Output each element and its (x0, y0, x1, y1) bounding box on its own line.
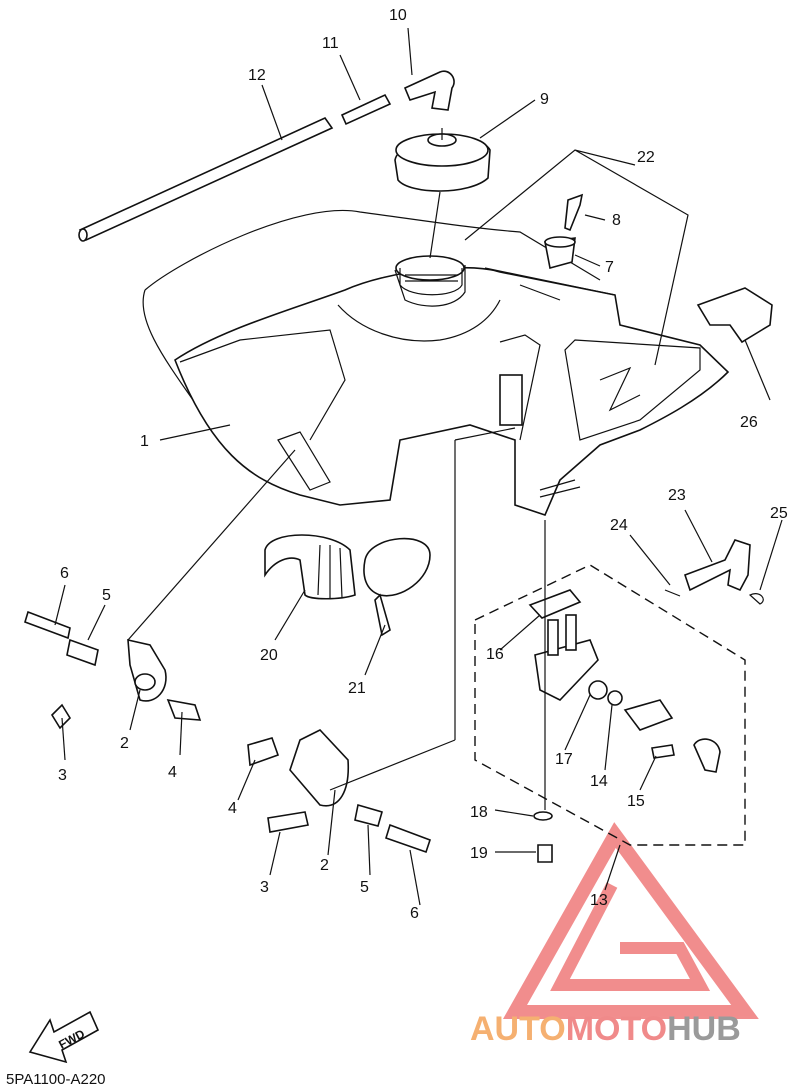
callout-18: 18 (470, 804, 488, 821)
diagram-code: 5PA1100-A220 (6, 1071, 106, 1088)
callout-17: 17 (555, 751, 573, 768)
callout-9: 9 (540, 91, 549, 108)
callout-22: 22 (637, 149, 655, 166)
callout-7: 7 (605, 259, 614, 276)
callout-23: 23 (668, 487, 686, 504)
tank-pad (696, 287, 773, 344)
callout-1: 1 (140, 433, 149, 450)
callout-6: 6 (60, 565, 69, 582)
callout-24: 24 (610, 517, 628, 534)
callout-3b: 3 (260, 879, 269, 896)
fuel-hose (664, 539, 764, 605)
callout-20: 20 (260, 647, 278, 664)
callout-16: 16 (486, 646, 504, 663)
fwd-arrow: FWD (28, 1010, 100, 1064)
callout-12: 12 (248, 67, 266, 84)
fuel-cap (394, 128, 491, 192)
callout-26: 26 (740, 414, 758, 431)
callout-5b: 5 (360, 879, 369, 896)
damper-and-band (264, 534, 431, 637)
fuel-cock-box (474, 564, 746, 846)
callout-15: 15 (627, 793, 645, 810)
watermark-logo (503, 822, 759, 1019)
callout-11: 11 (322, 35, 339, 52)
watermark-part-a: AUTO (470, 1010, 566, 1048)
callout-2: 2 (120, 735, 129, 752)
bracket-right (247, 729, 432, 854)
callout-19: 19 (470, 845, 488, 862)
watermark-part-b: MOTO (566, 1010, 667, 1048)
callout-10: 10 (389, 7, 407, 24)
callout-25: 25 (770, 505, 788, 522)
callout-21: 21 (348, 680, 366, 697)
fuel-cock (528, 589, 721, 863)
callout-13: 13 (590, 892, 608, 909)
fuel-tank (174, 255, 730, 516)
callout-14: 14 (590, 773, 608, 790)
callout-6b: 6 (410, 905, 419, 922)
tank-bolt (544, 193, 584, 269)
bracket-left (24, 610, 202, 730)
callout-3: 3 (58, 767, 67, 784)
callout-2b: 2 (320, 857, 329, 874)
breather-hose (78, 70, 455, 242)
callout-4b: 4 (228, 800, 237, 817)
watermark-text: AUTOMOTOHUB (470, 1010, 741, 1048)
callout-4: 4 (168, 764, 177, 781)
leader-lines (54, 27, 783, 906)
callout-8: 8 (612, 212, 621, 229)
seat-outline (142, 209, 601, 411)
callout-5: 5 (102, 587, 111, 604)
watermark-part-c: HUB (667, 1010, 741, 1048)
